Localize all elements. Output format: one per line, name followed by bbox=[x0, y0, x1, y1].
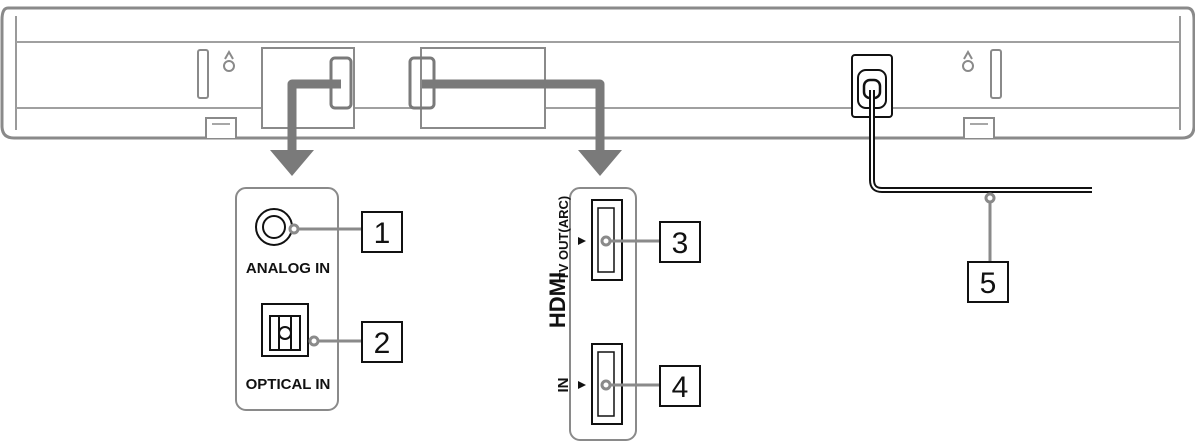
leader-2-dot bbox=[308, 335, 320, 347]
callout-4-box bbox=[659, 365, 701, 407]
audio-input-panel: ANALOG IN OPTICAL IN bbox=[235, 187, 339, 411]
right-mount-slot bbox=[990, 49, 1002, 99]
right-keyhole-icon bbox=[962, 49, 974, 72]
leader-3-dot bbox=[600, 235, 612, 247]
arrow-to-hdmi bbox=[422, 79, 605, 160]
callout-1-number: 1 bbox=[374, 217, 391, 250]
left-foot bbox=[205, 117, 237, 138]
hdmi-label: HDMI bbox=[545, 272, 570, 328]
arrow-head-hdmi bbox=[578, 150, 622, 176]
leader-4-dot bbox=[600, 379, 612, 391]
tv-out-triangle-icon bbox=[578, 237, 586, 245]
callout-5-box bbox=[967, 261, 1009, 303]
callout-4-number: 4 bbox=[672, 371, 689, 404]
hdmi-in-label: IN bbox=[555, 378, 572, 393]
left-mount-slot bbox=[197, 49, 209, 99]
arrow-to-audio-inputs bbox=[287, 79, 341, 160]
analog-in-jack-inner bbox=[262, 215, 286, 239]
hdmi-panel: HDMI TV OUT(ARC) IN bbox=[545, 187, 637, 441]
in-triangle-icon bbox=[578, 381, 586, 389]
callout-2-box bbox=[361, 321, 403, 363]
optical-in-label: OPTICAL IN bbox=[246, 376, 331, 393]
callout-4: 4 bbox=[659, 365, 701, 407]
callout-leaders bbox=[288, 192, 996, 391]
left-keyhole-icon bbox=[223, 49, 235, 72]
connection-arrows bbox=[287, 79, 605, 160]
soundbar-rear-panel bbox=[0, 6, 1195, 140]
callout-5: 5 bbox=[967, 261, 1009, 303]
tv-out-arc-label: TV OUT(ARC) bbox=[556, 196, 571, 281]
callout-3-box bbox=[659, 221, 701, 263]
analog-in-label: ANALOG IN bbox=[246, 260, 330, 277]
leader-5-dot bbox=[984, 192, 996, 204]
arrow-head-audio bbox=[270, 150, 314, 176]
callout-3-number: 3 bbox=[672, 227, 689, 260]
callout-3: 3 bbox=[659, 221, 701, 263]
callout-1: 1 bbox=[361, 211, 403, 253]
optical-in-port-icon bbox=[261, 303, 309, 357]
callout-5-number: 5 bbox=[980, 267, 997, 300]
callout-1-box bbox=[361, 211, 403, 253]
callout-2-number: 2 bbox=[374, 327, 391, 360]
power-cord-core bbox=[871, 90, 1092, 191]
callout-2: 2 bbox=[361, 321, 403, 363]
right-foot bbox=[963, 117, 995, 138]
leader-1-dot bbox=[288, 223, 300, 235]
